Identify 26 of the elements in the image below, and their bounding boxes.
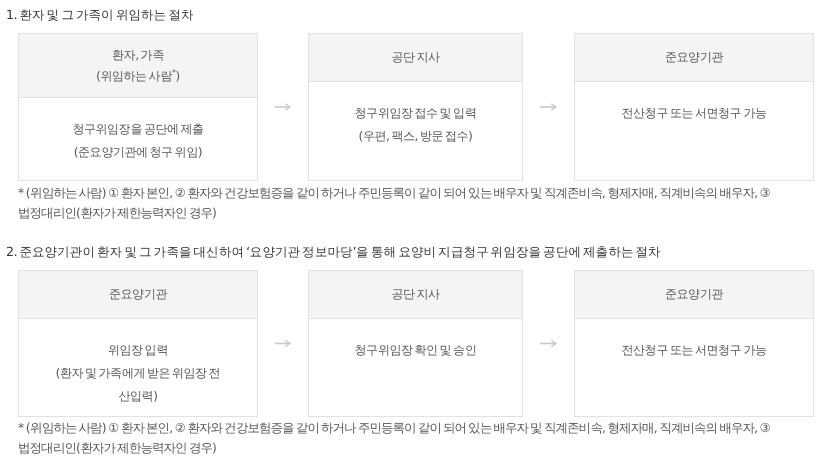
section-heading: 2. 준요양기관이 환자 및 그 가족을 대신하여 ‘요양기관 정보마당’을 통해 요양비 지급청구 위임장을 공단에 제출하는 절차 [6,243,661,261]
step-text: 위임장 입력 (환자 및 가족에게 받은 위임장 전산입력) [54,342,222,405]
box-heading: 환자, 가족 (위임하는 사람$^{*}$) [19,34,257,98]
step-text: 전산청구 또는 서면청구 가능 [622,342,766,359]
arrow [275,103,291,111]
process-box [18,33,258,181]
arrow [540,103,557,111]
section-heading: 1. 환자 및 그 가족이 위임하는 절차 [6,6,194,24]
step-text: 청구위임장을 공단에 제출 (준요양기관에 청구 위임) [72,121,204,161]
box-heading: 공단 지사 [309,271,522,319]
box-heading: 준요양기관 [575,271,813,319]
process-box [308,33,523,181]
box-heading: 준요양기관 [19,271,257,319]
box-heading: 준요양기관 [575,34,813,82]
footnote: * (위임하는 사람) ① 환자 본인, ② 환자와 건강보험증을 같이 하거나 주민등록이 같이 되어 있는 배우자 및 직계존비속, 형제자매, 직계비속의 배우자, ③ 법정대리인(환자가 제한능력자인 경우) [18,420,772,457]
process-box [18,270,258,417]
step-text: 청구위임장 접수 및 입력 (우편, 팩스, 방문 접수) [354,105,476,145]
arrow [275,340,291,348]
process-box [574,33,814,181]
process-box [574,270,814,417]
arrow [540,340,557,348]
footnote: * (위임하는 사람) ① 환자 본인, ② 환자와 건강보험증을 같이 하거나 주민등록이 같이 되어 있는 배우자 및 직계존비속, 형제자매, 직계비속의 배우자, ③ 법정대리인(환자가 제한능력자인 경우) [18,185,772,222]
step-text: 전산청구 또는 서면청구 가능 [622,105,766,122]
box-heading: 공단 지사 [309,34,522,82]
process-box [308,270,523,417]
step-text: 청구위임장 확인 및 승인 [354,342,476,359]
